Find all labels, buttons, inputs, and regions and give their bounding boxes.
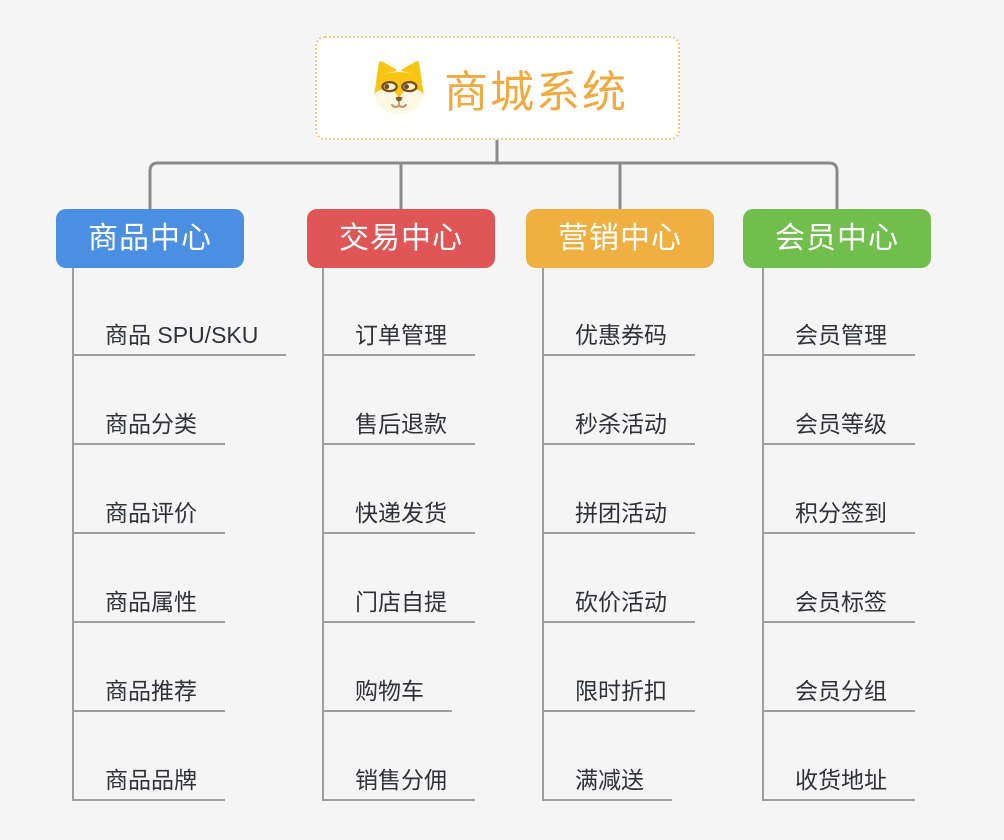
node-item[interactable]: 商品属性 <box>73 585 225 623</box>
node-item[interactable]: 商品评价 <box>73 496 225 534</box>
node-item[interactable]: 售后退款 <box>323 407 475 445</box>
branch-header-marketing-center[interactable]: 营销中心 <box>526 209 714 268</box>
node-item[interactable]: 销售分佣 <box>323 763 475 801</box>
node-item[interactable]: 订单管理 <box>323 318 475 356</box>
node-item[interactable]: 收货地址 <box>763 763 915 801</box>
root-node[interactable]: 商城系统 <box>315 36 680 140</box>
node-item[interactable]: 拼团活动 <box>543 496 695 534</box>
node-item[interactable]: 商品 SPU/SKU <box>73 318 287 356</box>
node-item[interactable]: 购物车 <box>323 674 452 712</box>
node-item[interactable]: 商品品牌 <box>73 763 225 801</box>
root-title: 商城系统 <box>444 68 628 117</box>
node-item[interactable]: 商品推荐 <box>73 674 225 712</box>
node-item[interactable]: 限时折扣 <box>543 674 695 712</box>
node-item[interactable]: 门店自提 <box>323 585 475 623</box>
node-item[interactable]: 会员管理 <box>763 318 915 356</box>
branch-header-member-center[interactable]: 会员中心 <box>743 209 931 268</box>
node-item[interactable]: 会员标签 <box>763 585 915 623</box>
node-item[interactable]: 积分签到 <box>763 496 915 534</box>
node-item[interactable]: 会员等级 <box>763 407 915 445</box>
node-item[interactable]: 优惠券码 <box>543 318 695 356</box>
dog-face-icon <box>374 61 424 115</box>
root-branch-connectors <box>148 138 839 211</box>
branch-header-product-center[interactable]: 商品中心 <box>56 209 244 268</box>
node-item[interactable]: 砍价活动 <box>543 585 695 623</box>
node-item[interactable]: 会员分组 <box>763 674 915 712</box>
branch-header-trade-center[interactable]: 交易中心 <box>307 209 495 268</box>
node-item[interactable]: 商品分类 <box>73 407 225 445</box>
node-item[interactable]: 满减送 <box>543 763 672 801</box>
node-item[interactable]: 秒杀活动 <box>543 407 695 445</box>
node-item[interactable]: 快递发货 <box>323 496 475 534</box>
